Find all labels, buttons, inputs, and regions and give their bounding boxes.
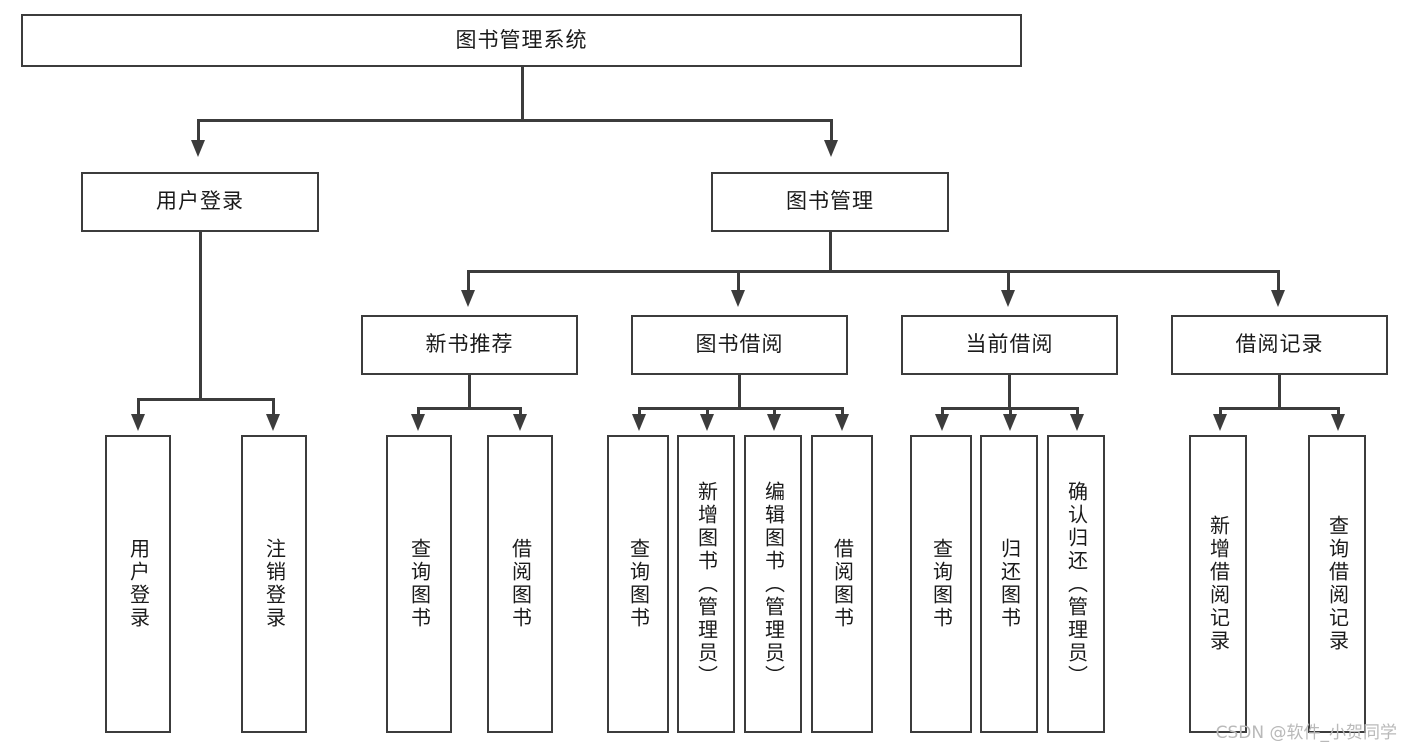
connector-new-book-stem <box>468 375 471 409</box>
arrowhead-bm-to-borrow-record <box>1271 290 1285 307</box>
connector-bm-to-borrow-record <box>1277 270 1280 292</box>
connector-user-login-to-leaf-1 <box>137 398 140 416</box>
connector-root-to-book-management <box>830 119 833 143</box>
node-label: 当前借阅 <box>965 332 1054 357</box>
node-user-login[interactable]: 用户登录 <box>81 172 319 232</box>
leaf-current-borrow-confirm-return-admin[interactable]: 确认归还（管理员） <box>1047 435 1105 733</box>
node-label: 新增图书（管理员） <box>694 480 719 688</box>
node-book-borrow[interactable]: 图书借阅 <box>631 315 848 375</box>
arrowhead-current-borrow-to-leaf-2 <box>1003 414 1017 431</box>
connector-book-management-bus <box>467 270 1279 273</box>
arrowhead-user-login-to-leaf-1 <box>131 414 145 431</box>
arrowhead-book-borrow-to-leaf-2 <box>700 414 714 431</box>
connector-root-to-user-login <box>197 119 200 143</box>
node-label: 确认归还（管理员） <box>1064 480 1089 688</box>
node-label: 注销登录 <box>262 538 287 630</box>
leaf-current-borrow-query-book[interactable]: 查询图书 <box>910 435 972 733</box>
node-new-book-recommendation[interactable]: 新书推荐 <box>361 315 578 375</box>
leaf-book-borrow-edit-book-admin[interactable]: 编辑图书（管理员） <box>744 435 802 733</box>
node-current-borrow[interactable]: 当前借阅 <box>901 315 1118 375</box>
arrowhead-book-borrow-to-leaf-4 <box>835 414 849 431</box>
connector-root-stem <box>521 67 524 121</box>
leaf-current-borrow-return-book[interactable]: 归还图书 <box>980 435 1038 733</box>
node-label: 借阅记录 <box>1235 332 1324 357</box>
node-root-book-management-system[interactable]: 图书管理系统 <box>21 14 1022 67</box>
arrowhead-bm-to-book-borrow <box>731 290 745 307</box>
connector-book-borrow-to-leaf-3 <box>773 407 776 419</box>
connector-borrow-record-to-leaf-2 <box>1337 407 1340 419</box>
connector-book-borrow-stem <box>738 375 741 409</box>
arrowhead-bm-to-new-book <box>461 290 475 307</box>
node-label: 归还图书 <box>997 538 1022 630</box>
node-borrow-record[interactable]: 借阅记录 <box>1171 315 1388 375</box>
connector-bm-to-current-borrow <box>1007 270 1010 292</box>
arrowhead-user-login-to-leaf-2 <box>266 414 280 431</box>
connector-current-borrow-to-leaf-2 <box>1009 407 1012 419</box>
connector-new-book-to-leaf-2 <box>519 407 522 419</box>
connector-current-borrow-to-leaf-1 <box>941 407 944 419</box>
arrowhead-current-borrow-to-leaf-1 <box>935 414 949 431</box>
arrowhead-new-book-to-leaf-2 <box>513 414 527 431</box>
leaf-borrow-record-add-record[interactable]: 新增借阅记录 <box>1189 435 1247 733</box>
connector-user-login-to-leaf-2 <box>272 398 275 416</box>
leaf-borrow-record-query-record[interactable]: 查询借阅记录 <box>1308 435 1366 733</box>
node-label: 新书推荐 <box>425 332 514 357</box>
node-label: 用户登录 <box>126 538 151 630</box>
arrowhead-root-to-user-login <box>191 140 205 157</box>
arrowhead-borrow-record-to-leaf-1 <box>1213 414 1227 431</box>
node-label: 查询借阅记录 <box>1325 515 1350 653</box>
arrowhead-current-borrow-to-leaf-3 <box>1070 414 1084 431</box>
arrowhead-bm-to-current-borrow <box>1001 290 1015 307</box>
node-label: 查询图书 <box>626 538 651 630</box>
node-label: 用户登录 <box>156 189 244 214</box>
connector-user-login-stem <box>199 232 202 400</box>
leaf-book-borrow-borrow-book[interactable]: 借阅图书 <box>811 435 873 733</box>
connector-new-book-bus <box>417 407 521 410</box>
watermark-text: CSDN @软件_小贺同学 <box>1215 723 1397 743</box>
connector-book-borrow-to-leaf-4 <box>841 407 844 419</box>
leaf-book-borrow-query-book[interactable]: 查询图书 <box>607 435 669 733</box>
node-label: 图书管理 <box>786 189 874 214</box>
connector-root-bus <box>197 119 833 122</box>
node-label: 借阅图书 <box>830 538 855 630</box>
node-label: 编辑图书（管理员） <box>761 480 786 688</box>
leaf-book-borrow-add-book-admin[interactable]: 新增图书（管理员） <box>677 435 735 733</box>
connector-bm-to-new-book <box>467 270 470 292</box>
arrowhead-book-borrow-to-leaf-1 <box>632 414 646 431</box>
connector-current-borrow-stem <box>1008 375 1011 409</box>
connector-book-borrow-bus <box>638 407 841 410</box>
leaf-new-book-borrow-book[interactable]: 借阅图书 <box>487 435 553 733</box>
node-label: 新增借阅记录 <box>1206 515 1231 653</box>
leaf-user-login-logout[interactable]: 注销登录 <box>241 435 307 733</box>
arrowhead-borrow-record-to-leaf-2 <box>1331 414 1345 431</box>
node-label: 图书借阅 <box>695 332 784 357</box>
connector-current-borrow-to-leaf-3 <box>1076 407 1079 419</box>
connector-book-borrow-to-leaf-2 <box>706 407 709 419</box>
connector-borrow-record-stem <box>1278 375 1281 409</box>
node-label: 查询图书 <box>929 538 954 630</box>
arrowhead-new-book-to-leaf-1 <box>411 414 425 431</box>
connector-borrow-record-to-leaf-1 <box>1219 407 1222 419</box>
arrowhead-root-to-book-management <box>824 140 838 157</box>
connector-bm-to-book-borrow <box>737 270 740 292</box>
connector-new-book-to-leaf-1 <box>417 407 420 419</box>
connector-borrow-record-bus <box>1219 407 1339 410</box>
connector-book-borrow-to-leaf-1 <box>638 407 641 419</box>
node-book-management[interactable]: 图书管理 <box>711 172 949 232</box>
arrowhead-book-borrow-to-leaf-3 <box>767 414 781 431</box>
node-label: 借阅图书 <box>508 538 533 630</box>
node-label: 图书管理系统 <box>455 27 588 52</box>
connector-user-login-bus <box>137 398 274 401</box>
leaf-new-book-query-book[interactable]: 查询图书 <box>386 435 452 733</box>
connector-book-management-stem <box>829 232 832 272</box>
node-label: 查询图书 <box>407 538 432 630</box>
leaf-user-login-login[interactable]: 用户登录 <box>105 435 171 733</box>
